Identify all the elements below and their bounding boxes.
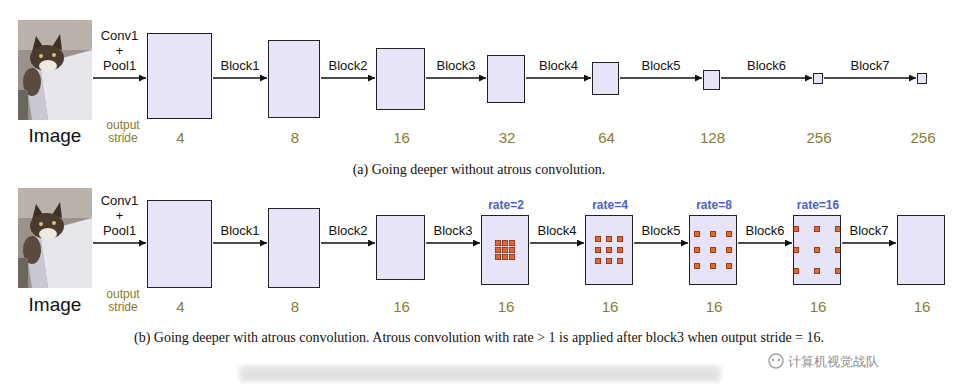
block-label: Block4 bbox=[537, 223, 576, 238]
input-image: Image bbox=[18, 20, 92, 120]
stride-number: 16 bbox=[706, 298, 723, 315]
block-label: Block7 bbox=[850, 58, 889, 73]
block-label: Block7 bbox=[849, 223, 888, 238]
block-label: Block6 bbox=[745, 223, 784, 238]
block-label: Block5 bbox=[641, 223, 680, 238]
block-label: Conv1 + Pool1 bbox=[99, 28, 141, 73]
stride-number: 128 bbox=[700, 129, 725, 146]
flow-arrow bbox=[213, 77, 267, 78]
image-label: Image bbox=[29, 125, 82, 147]
flow-arrow bbox=[620, 77, 702, 78]
stride-number: 4 bbox=[176, 298, 184, 315]
block-label: Block1 bbox=[220, 223, 259, 238]
feature-map: 32 bbox=[487, 55, 525, 103]
rate-label: rate=8 bbox=[696, 198, 732, 212]
feature-map: rate=416 bbox=[585, 215, 633, 285]
stride-number: 16 bbox=[914, 298, 931, 315]
flow-arrow bbox=[738, 242, 792, 243]
flow-arrow bbox=[426, 77, 486, 78]
axis-label: output stride bbox=[100, 119, 146, 145]
stride-number: 64 bbox=[598, 129, 615, 146]
stride-number: 16 bbox=[498, 298, 515, 315]
block-label: Conv1 + Pool1 bbox=[99, 193, 141, 238]
flow-arrow bbox=[93, 77, 146, 78]
flow-arrow bbox=[634, 242, 688, 243]
feature-map: 8 bbox=[268, 40, 320, 118]
feature-map: 16 bbox=[897, 215, 945, 285]
axis-label: output stride bbox=[100, 288, 146, 314]
flow-arrow bbox=[321, 242, 375, 243]
feature-map: 128 bbox=[703, 70, 720, 90]
stride-number: 16 bbox=[810, 298, 827, 315]
flow-arrow bbox=[842, 242, 896, 243]
stride-number: 32 bbox=[499, 129, 516, 146]
stride-number: 16 bbox=[393, 129, 410, 146]
figure-caption: (a) Going deeper without atrous convolut… bbox=[10, 162, 948, 178]
feature-map: 16 bbox=[376, 215, 425, 280]
block-label: Block5 bbox=[641, 58, 680, 73]
stride-number: 16 bbox=[602, 298, 619, 315]
feature-map: 256 bbox=[917, 73, 927, 84]
rate-label: rate=16 bbox=[797, 198, 839, 212]
flow-arrow bbox=[526, 77, 591, 78]
block-label: Block1 bbox=[220, 58, 259, 73]
block-label: Block4 bbox=[539, 58, 578, 73]
flow-arrow bbox=[530, 242, 584, 243]
stride-number: 4 bbox=[176, 129, 184, 146]
figure-caption: (b) Going deeper with atrous convolution… bbox=[10, 330, 948, 346]
rate-label: rate=2 bbox=[488, 198, 524, 212]
stride-number: 16 bbox=[393, 298, 410, 315]
feature-map: 256 bbox=[813, 73, 823, 84]
stride-number: 256 bbox=[910, 129, 935, 146]
feature-map: 4 bbox=[147, 200, 212, 288]
stride-number: 8 bbox=[291, 129, 299, 146]
stride-number: 256 bbox=[806, 129, 831, 146]
stride-number: 8 bbox=[291, 298, 299, 315]
flow-arrow bbox=[93, 242, 146, 243]
feature-map: rate=816 bbox=[689, 215, 737, 285]
feature-map: 8 bbox=[268, 208, 320, 288]
flow-arrow bbox=[824, 77, 916, 78]
rate-label: rate=4 bbox=[592, 198, 628, 212]
block-label: Block2 bbox=[328, 58, 367, 73]
watermark: 计算机视觉战队 bbox=[788, 353, 938, 371]
block-label: Block3 bbox=[436, 58, 475, 73]
block-label: Block2 bbox=[328, 223, 367, 238]
feature-map: rate=1616 bbox=[793, 215, 841, 285]
flow-arrow bbox=[213, 242, 267, 243]
input-image: Image bbox=[18, 188, 92, 288]
flow-arrow bbox=[321, 77, 375, 78]
block-label: Block6 bbox=[747, 58, 786, 73]
feature-map: rate=216 bbox=[481, 215, 529, 285]
block-label: Block3 bbox=[433, 223, 472, 238]
feature-map: 64 bbox=[592, 62, 619, 95]
feature-map: 16 bbox=[376, 48, 425, 110]
feature-map: 4 bbox=[147, 33, 212, 119]
flow-arrow bbox=[426, 242, 480, 243]
flow-arrow bbox=[721, 77, 812, 78]
image-label: Image bbox=[29, 294, 82, 316]
